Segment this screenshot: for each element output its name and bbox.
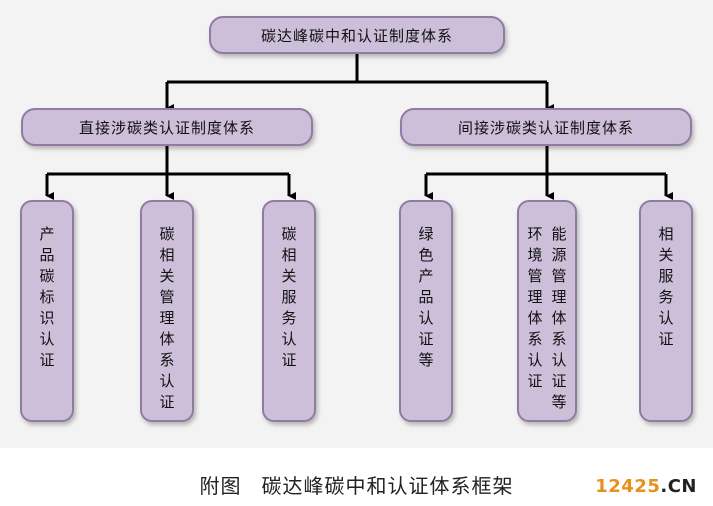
direct-carbon-node: 直接涉碳类认证制度体系 bbox=[21, 108, 313, 146]
direct-carbon-label: 直接涉碳类认证制度体系 bbox=[78, 118, 255, 137]
leaf-text: 碳相关服务认证 bbox=[281, 225, 297, 369]
connector-lines bbox=[45, 54, 673, 200]
framework-diagram: 碳达峰碳中和认证制度体系 直接涉碳类认证制度体系 间接涉碳类认证制度体系 产品碳… bbox=[0, 0, 713, 448]
leaf-green-product-cert: 绿色产品认证等 bbox=[399, 200, 453, 422]
figure-caption: 附图碳达峰碳中和认证体系框架 bbox=[0, 470, 713, 499]
root-node: 碳达峰碳中和认证制度体系 bbox=[209, 16, 505, 54]
leaf-text-energy: 能源管理体系认证等 bbox=[551, 225, 567, 411]
watermark-number: 12425 bbox=[595, 476, 661, 497]
leaf-carbon-management-system-cert: 碳相关管理体系认证 bbox=[140, 200, 194, 422]
watermark-suffix: .CN bbox=[660, 476, 697, 497]
leaf-text: 碳相关管理体系认证 bbox=[159, 225, 175, 411]
leaf-text: 绿色产品认证等 bbox=[418, 225, 434, 369]
indirect-carbon-label: 间接涉碳类认证制度体系 bbox=[457, 118, 634, 137]
leaf-carbon-service-cert: 碳相关服务认证 bbox=[262, 200, 316, 422]
leaf-related-service-cert: 相关服务认证 bbox=[639, 200, 693, 422]
caption-prefix: 附图 bbox=[199, 474, 242, 498]
leaf-columns: 环境管理体系认证 能源管理体系认证等 bbox=[527, 224, 567, 413]
site-watermark: 12425.CN bbox=[595, 476, 697, 497]
root-label: 碳达峰碳中和认证制度体系 bbox=[260, 26, 453, 45]
caption-title: 碳达峰碳中和认证体系框架 bbox=[261, 474, 514, 498]
leaf-text-environment: 环境管理体系认证 bbox=[527, 225, 543, 390]
leaf-environment-energy-management-cert: 环境管理体系认证 能源管理体系认证等 bbox=[517, 200, 577, 422]
leaf-product-carbon-label-cert: 产品碳标识认证 bbox=[20, 200, 74, 422]
indirect-carbon-node: 间接涉碳类认证制度体系 bbox=[400, 108, 692, 146]
leaf-text: 产品碳标识认证 bbox=[39, 225, 55, 369]
leaf-text: 相关服务认证 bbox=[658, 225, 674, 348]
